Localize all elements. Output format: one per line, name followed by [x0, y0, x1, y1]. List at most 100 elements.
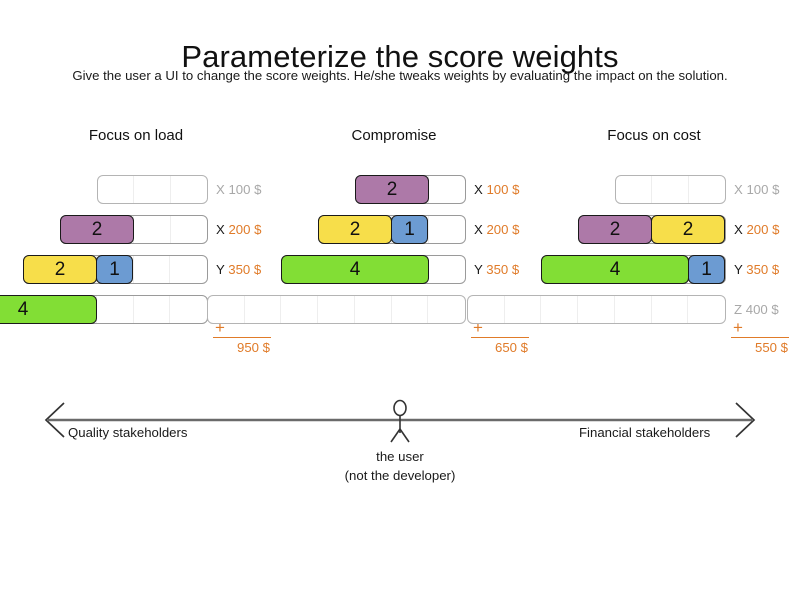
capacity-cell[interactable]: [615, 296, 652, 323]
weight-segment-green[interactable]: 4: [0, 295, 97, 324]
weight-value: 1: [109, 258, 120, 280]
capacity-cell[interactable]: [429, 176, 465, 203]
user-caption-line2: (not the developer): [344, 468, 456, 483]
capacity-cell[interactable]: [616, 176, 653, 203]
row-key: Y: [474, 262, 483, 277]
capacity-cell[interactable]: [171, 176, 207, 203]
plus-icon: +: [473, 318, 483, 337]
page-title: Parameterize the score weights: [181, 38, 619, 74]
capacity-cell[interactable]: [170, 256, 207, 283]
weight-value: 2: [386, 178, 398, 200]
capacity-cell[interactable]: [134, 296, 171, 323]
row-cost: 350 $: [228, 262, 262, 277]
row-key: Y: [734, 262, 743, 277]
weight-segment-blue[interactable]: 1: [391, 215, 428, 244]
capacity-cell[interactable]: [578, 296, 615, 323]
capacity-cell[interactable]: [541, 296, 579, 323]
capacity-cell[interactable]: [392, 216, 429, 243]
capacity-cell[interactable]: [652, 296, 689, 323]
weight-row[interactable]: X 100 $: [528, 169, 780, 209]
stick-figure-icon: [390, 399, 410, 443]
plus-icon: +: [215, 318, 225, 337]
weight-value: 1: [701, 258, 712, 280]
weight-segment-green[interactable]: 4: [281, 255, 429, 284]
weight-value: 2: [54, 258, 66, 280]
row-key: X: [216, 182, 225, 197]
row-cost: 350 $: [486, 262, 520, 277]
capacity-cell[interactable]: [134, 256, 171, 283]
axis-label-left: Quality stakeholders: [68, 425, 188, 440]
capacity-cell[interactable]: [505, 296, 542, 323]
weight-segment-blue[interactable]: 1: [96, 255, 133, 284]
page-subtitle: Give the user a UI to change the score w…: [72, 68, 728, 83]
weight-segment-purple[interactable]: 2: [578, 215, 652, 244]
weight-segment-green[interactable]: 4: [541, 255, 689, 284]
row-key: X: [734, 182, 743, 197]
capacity-cell[interactable]: [689, 176, 725, 203]
capacity-cell[interactable]: [355, 296, 392, 323]
capacity-cell[interactable]: [134, 176, 171, 203]
weight-row[interactable]: X 100 $: [10, 169, 262, 209]
row-cost: 100 $: [228, 182, 262, 197]
weight-segment-purple[interactable]: 2: [60, 215, 134, 244]
capacity-cell[interactable]: [208, 296, 245, 323]
capacity-track[interactable]: [97, 175, 208, 204]
capacity-cell[interactable]: [245, 296, 282, 323]
weight-value: 4: [17, 298, 29, 320]
weight-value: 2: [349, 218, 361, 240]
column-total: +650 $: [471, 318, 529, 355]
capacity-cell[interactable]: [134, 216, 171, 243]
capacity-cell[interactable]: [428, 256, 465, 283]
capacity-cell[interactable]: [429, 216, 465, 243]
capacity-cell[interactable]: [468, 296, 505, 323]
weight-segments[interactable]: 2: [355, 175, 429, 204]
capacity-track[interactable]: [207, 295, 466, 324]
weight-segments[interactable]: 4: [0, 295, 97, 324]
capacity-track[interactable]: [615, 175, 726, 204]
weight-segment-yellow[interactable]: 2: [23, 255, 97, 284]
row-cost-label: Z 400 $: [734, 295, 779, 324]
capacity-cell[interactable]: [688, 296, 725, 323]
capacity-cell[interactable]: [97, 256, 134, 283]
weight-segment-purple[interactable]: 2: [355, 175, 429, 204]
plus-icon: +: [733, 318, 743, 337]
capacity-cell[interactable]: [98, 176, 135, 203]
weight-row-list: 2X 100 $21X 200 $4Y 350 $Z 400 $: [207, 169, 520, 329]
capacity-cell[interactable]: [318, 296, 355, 323]
weight-row[interactable]: 4Z 400 $: [0, 289, 262, 329]
row-cost: 100 $: [746, 182, 780, 197]
capacity-cell[interactable]: [97, 296, 134, 323]
weight-segments[interactable]: 2: [60, 215, 134, 244]
weight-segment-blue[interactable]: 1: [688, 255, 725, 284]
capacity-cell[interactable]: [392, 296, 429, 323]
capacity-cell[interactable]: [428, 296, 465, 323]
weight-segments[interactable]: 4: [281, 255, 429, 284]
weight-row[interactable]: 4 Y 350 $: [268, 249, 520, 289]
weight-segment-yellow[interactable]: 2: [651, 215, 725, 244]
capacity-track[interactable]: [467, 295, 726, 324]
weight-segment-yellow[interactable]: 2: [318, 215, 392, 244]
user-caption: the user (not the developer): [300, 447, 500, 485]
row-cost-label: Y 350 $: [474, 255, 519, 284]
row-key: X: [474, 182, 483, 197]
weight-row[interactable]: Z 400 $: [467, 289, 780, 329]
user-caption-line1: the user: [376, 449, 424, 464]
capacity-cell[interactable]: [170, 296, 207, 323]
capacity-cell[interactable]: [171, 216, 207, 243]
capacity-cell[interactable]: [652, 176, 689, 203]
capacity-cell[interactable]: [281, 296, 319, 323]
total-value: 650 $: [494, 340, 528, 355]
axis-label-right: Financial stakeholders: [579, 425, 711, 440]
axis-arrow-icon: [44, 399, 756, 443]
